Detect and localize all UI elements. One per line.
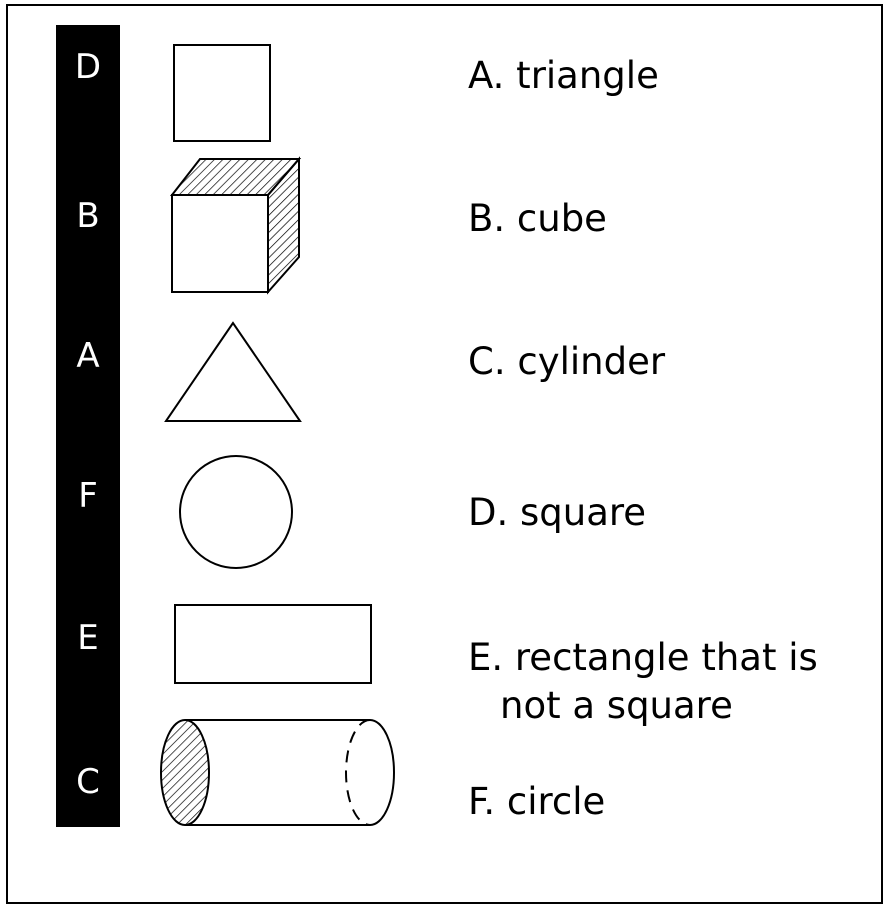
shapes-canvas	[160, 44, 395, 826]
square-shape	[173, 44, 271, 142]
option-d-label: D. square	[468, 491, 647, 534]
answer-6: C	[76, 762, 100, 802]
answer-2: B	[76, 196, 100, 236]
option-f-label: F. circle	[468, 780, 606, 823]
answer-column: D B A F E C	[56, 25, 120, 827]
option-b-label: B. cube	[468, 197, 607, 240]
answer-5: E	[77, 618, 99, 658]
answer-3: A	[76, 336, 100, 376]
option-e-label-continuation: not a square	[500, 684, 733, 727]
rectangle-shape	[174, 604, 372, 684]
answer-1: D	[74, 47, 102, 87]
option-c-label: C. cylinder	[468, 340, 666, 383]
circle-shape	[179, 455, 293, 569]
cube-shape	[169, 156, 302, 295]
triangle-shape	[164, 321, 302, 422]
option-e-label: E. rectangle that is	[468, 636, 818, 679]
option-a-label: A. triangle	[468, 54, 659, 97]
answer-4: F	[78, 476, 98, 516]
cylinder-shape	[160, 719, 395, 826]
